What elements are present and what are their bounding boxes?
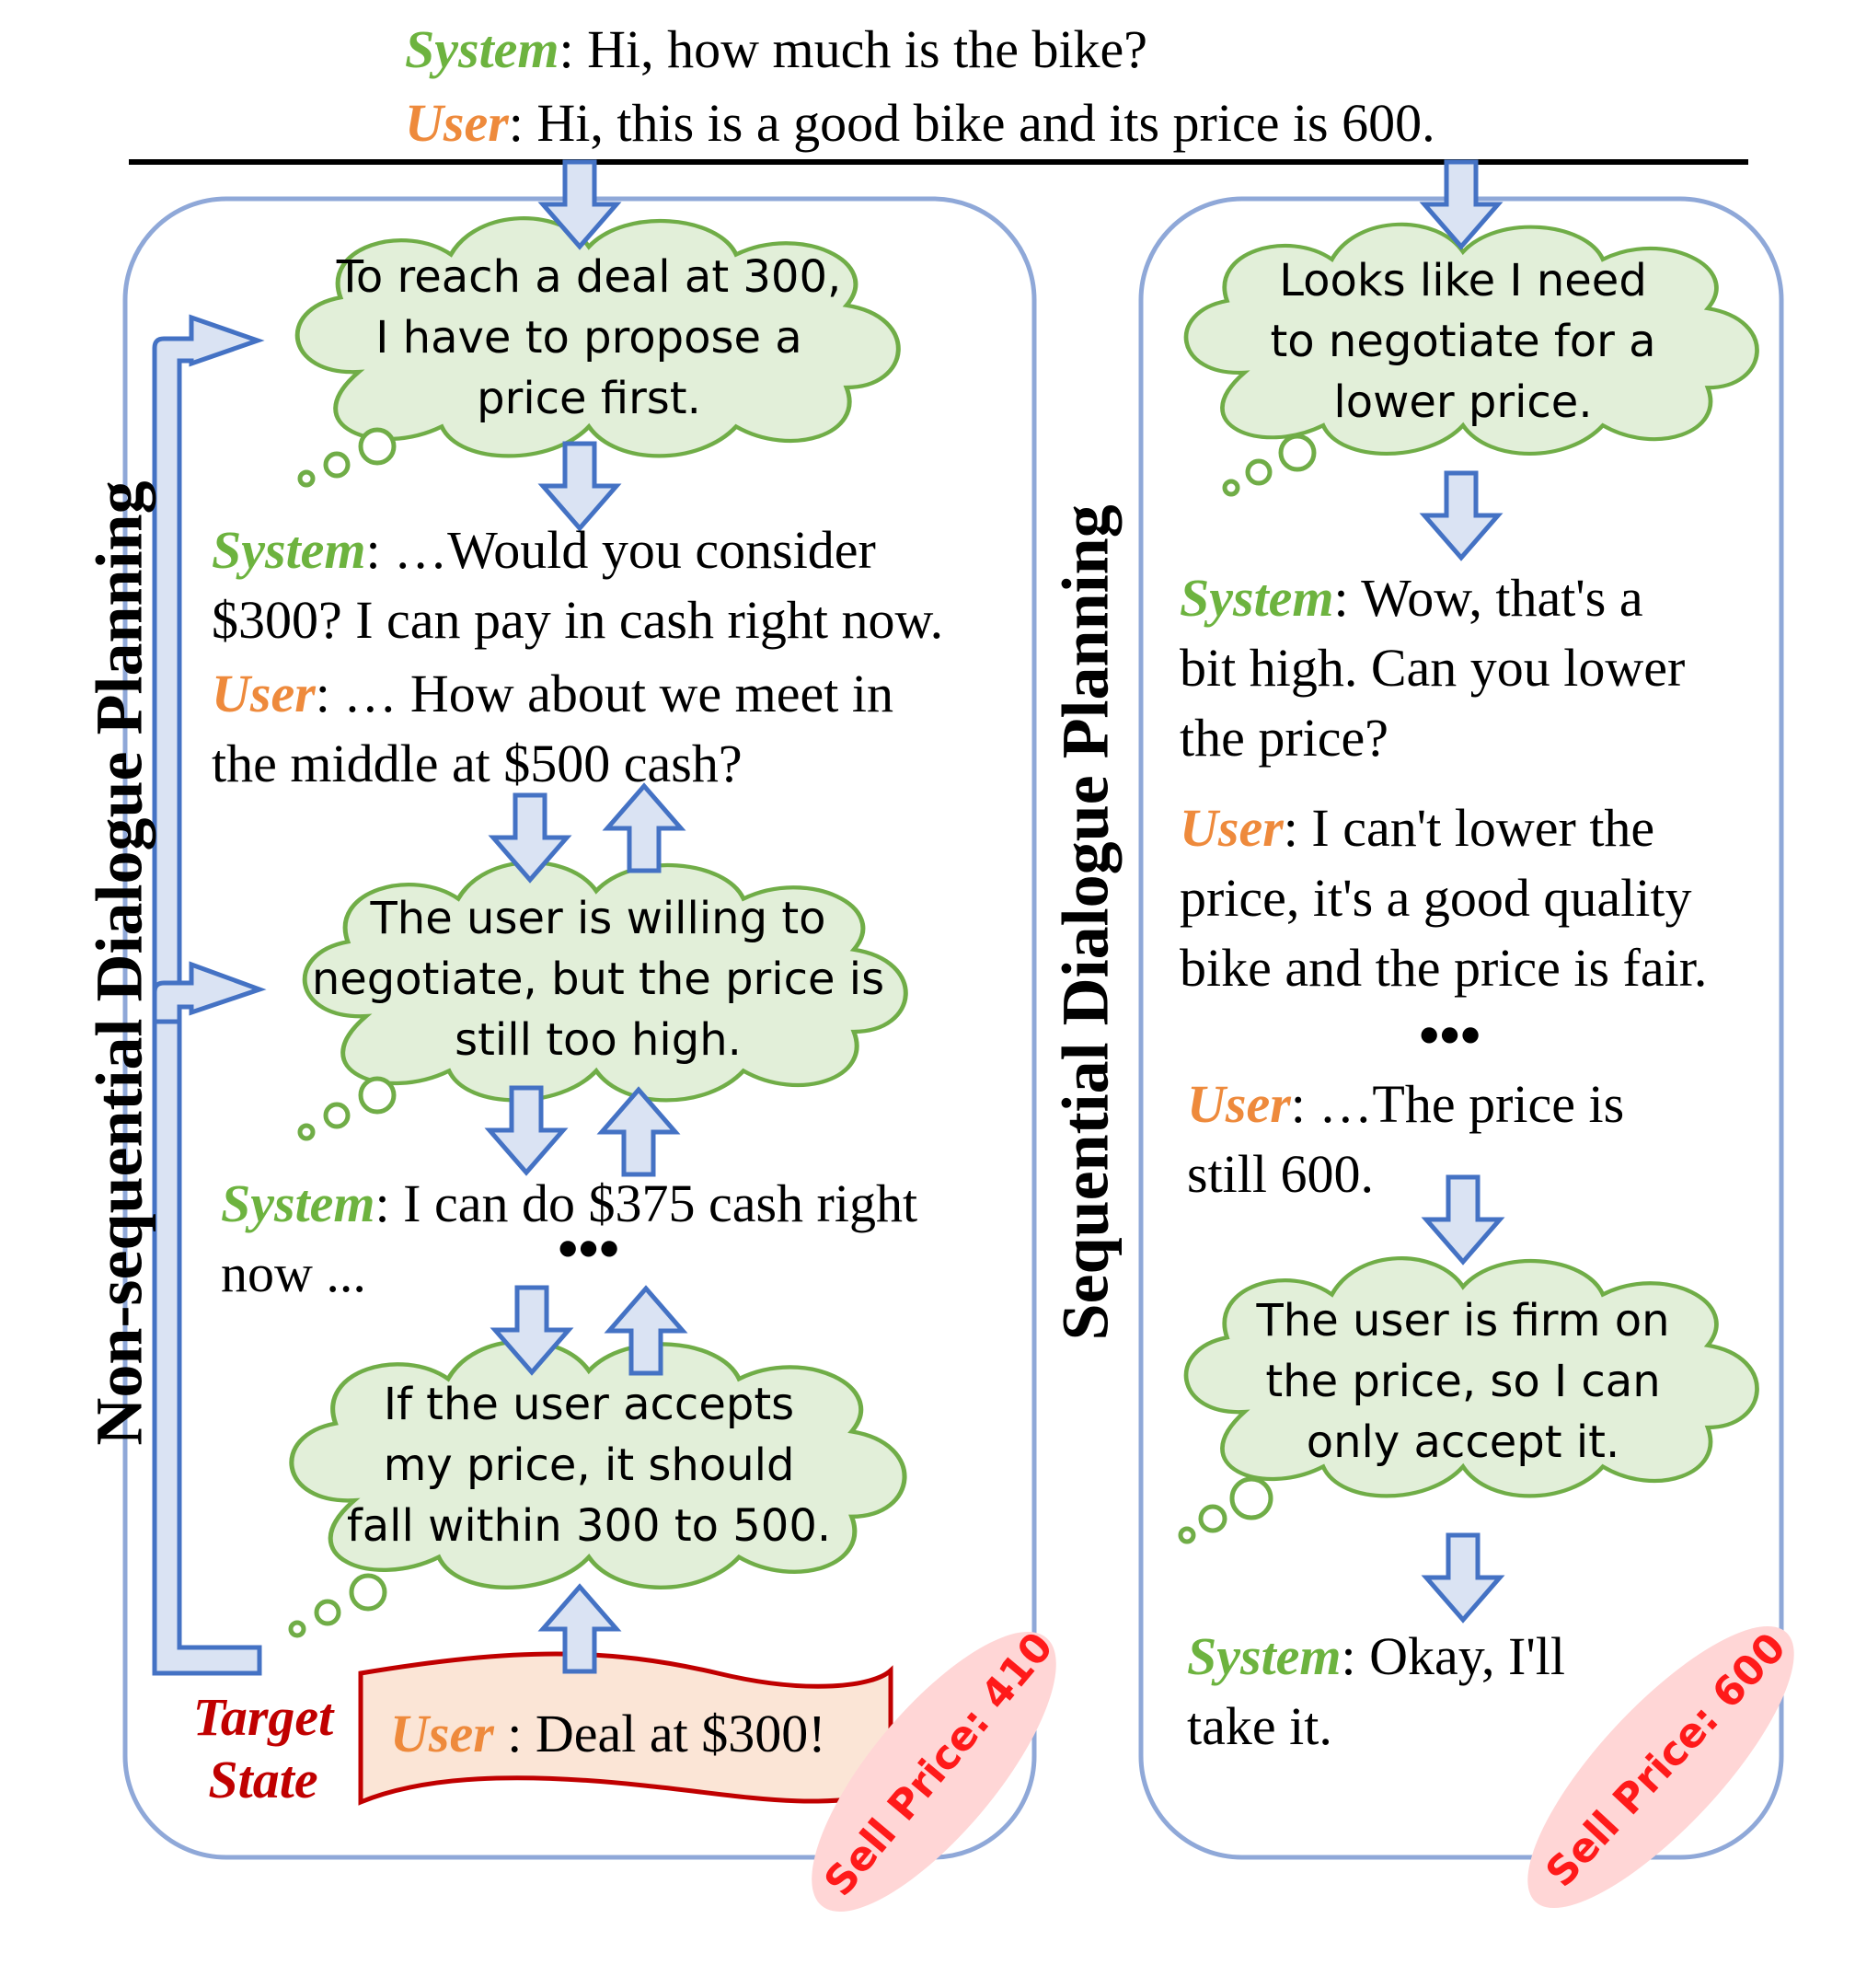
thought-line: to negotiate for a — [1270, 316, 1656, 367]
utterance-text: : Hi, how much is the bike? — [559, 19, 1148, 79]
right-turn-3-line-2: still 600. — [1187, 1144, 1375, 1204]
right-panel-title: Sequential Dialogue Planning — [1048, 504, 1123, 1341]
left-ellipsis: ••• — [558, 1216, 620, 1281]
left-thought-1-text: To reach a deal at 300, I have to propos… — [313, 247, 865, 429]
utterance-text: : Hi, this is a good bike and its price … — [508, 93, 1435, 153]
thought-line: I have to propose a — [375, 312, 802, 364]
thought-line: fall within 300 to 500. — [346, 1500, 832, 1552]
left-turn-2-line-2: the middle at $500 cash? — [212, 734, 743, 793]
speaker-user: User — [1187, 1074, 1291, 1134]
right-thought-1-text: Looks like I need to negotiate for a low… — [1196, 250, 1730, 433]
speaker-system: System — [221, 1173, 375, 1233]
speaker-user: User — [1180, 798, 1284, 858]
speaker-user: User — [212, 664, 316, 723]
thought-line: only accept it. — [1306, 1416, 1620, 1468]
right-turn-1-line-3: the price? — [1180, 708, 1389, 768]
utterance-text: : Deal at $300! — [493, 1704, 826, 1763]
right-turn-2-line-3: bike and the price is fair. — [1180, 938, 1708, 998]
right-turn-1-line-1: System: Wow, that's a — [1180, 563, 1643, 633]
target-state-label: Target State — [180, 1686, 346, 1811]
thought-line: lower price. — [1333, 376, 1593, 428]
right-turn-2-line-2: price, it's a good quality — [1180, 868, 1692, 928]
speaker-system: System — [1187, 1626, 1342, 1686]
thought-line: price first. — [477, 373, 701, 424]
speaker-user: User — [405, 93, 509, 153]
thought-line: the price, so I can — [1265, 1356, 1661, 1407]
left-turn-1-line-1: System: …Would you consider — [212, 515, 876, 585]
right-sell-price-stamp — [1527, 1625, 1794, 1909]
right-turn-4-line-1: System: Okay, I'll — [1187, 1622, 1565, 1692]
left-panel-title: Non-sequential Dialogue Planning — [82, 480, 156, 1446]
right-turn-1-line-2: bit high. Can you lower — [1180, 638, 1686, 698]
left-sell-price-stamp — [812, 1632, 1056, 1912]
target-label-line: Target — [192, 1687, 334, 1747]
thought-bubble-dots — [288, 427, 1317, 1638]
speaker-system: System — [212, 520, 366, 580]
speaker-system: System — [405, 19, 559, 79]
right-turn-3-line-1: User: …The price is — [1187, 1069, 1624, 1139]
right-turn-2-line-1: User: I can't lower the — [1180, 793, 1654, 863]
header-user-line: User: Hi, this is a good bike and its pr… — [405, 88, 1435, 158]
header-system-line: System: Hi, how much is the bike? — [405, 15, 1147, 85]
speaker-user: User — [390, 1704, 494, 1763]
thought-line: still too high. — [455, 1014, 742, 1066]
thought-line: The user is firm on — [1256, 1295, 1670, 1347]
left-turn-3-line-1: System: I can do $375 cash right — [221, 1169, 917, 1239]
left-thought-2-text: The user is willing to negotiate, but th… — [304, 888, 893, 1070]
utterance-text: : Wow, that's a — [1333, 568, 1643, 628]
right-turn-4-line-2: take it. — [1187, 1696, 1332, 1756]
right-ellipsis: ••• — [1419, 1002, 1481, 1068]
target-label-line: State — [208, 1750, 318, 1809]
utterance-text: : … How about we meet in — [315, 664, 893, 723]
target-state-utterance: User : Deal at $300! — [390, 1699, 826, 1769]
utterance-text: : I can't lower the — [1283, 798, 1655, 858]
utterance-text: : …The price is — [1290, 1074, 1625, 1134]
utterance-text: : Okay, I'll — [1341, 1626, 1566, 1686]
left-turn-2-line-1: User: … How about we meet in — [212, 659, 893, 729]
utterance-text: : …Would you consider — [365, 520, 876, 580]
thought-line: negotiate, but the price is — [311, 954, 885, 1005]
speaker-system: System — [1180, 568, 1334, 628]
right-thought-2-text: The user is firm on the price, so I can … — [1196, 1290, 1730, 1473]
thought-line: To reach a deal at 300, — [336, 251, 842, 303]
left-thought-3-text: If the user accepts my price, it should … — [294, 1374, 883, 1556]
left-turn-1-line-2: $300? I can pay in cash right now. — [212, 590, 944, 650]
thought-line: If the user accepts — [383, 1379, 795, 1430]
thought-line: The user is willing to — [370, 893, 826, 944]
left-turn-3-line-2: now ... — [221, 1243, 366, 1303]
utterance-text: : I can do $375 cash right — [374, 1173, 918, 1233]
left-feedback-arrow-middle — [152, 961, 267, 1024]
thought-line: my price, it should — [383, 1439, 795, 1491]
thought-line: Looks like I need — [1279, 255, 1647, 306]
